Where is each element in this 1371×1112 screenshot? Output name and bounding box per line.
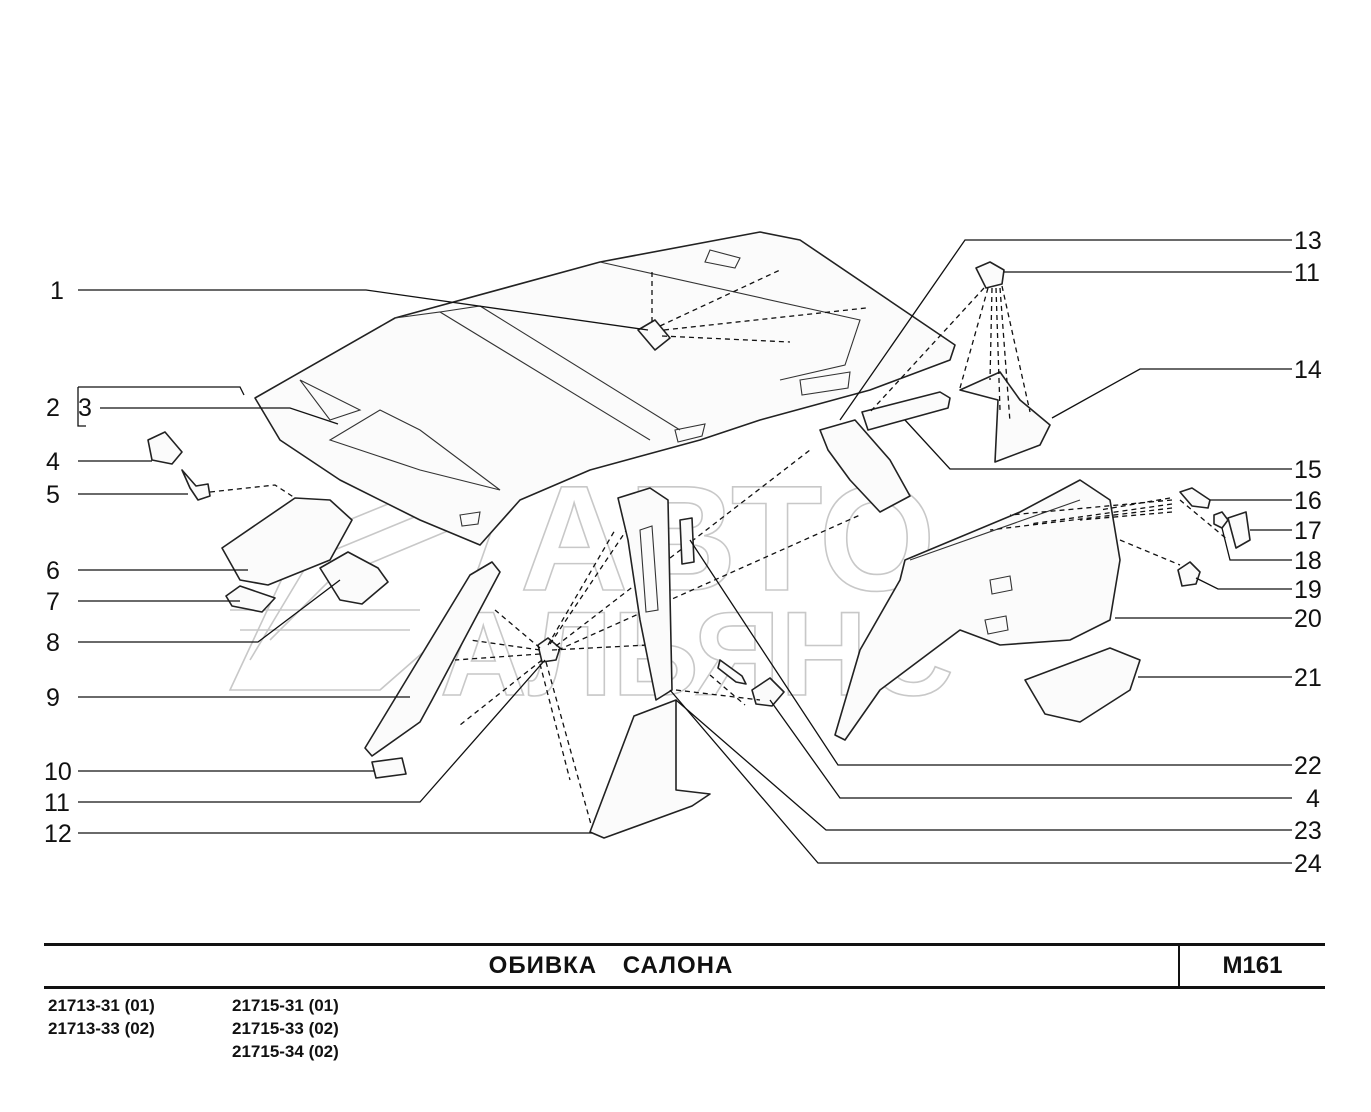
callout-2: 2 [46,394,60,422]
c-pillar-13 [819,419,911,513]
model-code: 21713-33 (02) [48,1019,155,1038]
callout-5: 5 [46,481,60,509]
callout-14: 14 [1294,356,1322,384]
callout-13: 13 [1294,227,1322,255]
callout-10: 10 [44,758,72,786]
callout-16: 16 [1294,487,1322,515]
rear-upper-parts [819,261,1051,513]
headliner-fastener-arrows [651,269,867,343]
model-codes-right: 21715-31 (01) 21715-33 (02) 21715-34 (02… [232,994,339,1063]
lower-b-pillar-12 [589,699,711,839]
callout-8: 8 [46,629,60,657]
clip-4-right [751,677,785,707]
model-code: 21715-33 (02) [232,1019,339,1038]
callout-9: 9 [46,684,60,712]
lens-7 [225,585,276,613]
callout-18: 18 [1294,547,1322,575]
sheet-code: M161 [1222,952,1283,979]
trim-14 [959,371,1051,463]
model-codes-left: 21713-31 (01) 21713-33 (02) [48,994,155,1040]
callout-20: 20 [1294,605,1322,633]
lamp-8 [319,551,389,605]
callout-23: 23 [1294,817,1322,845]
model-code: 21713-31 (01) [48,996,155,1015]
callout-24: 24 [1294,850,1322,878]
screw-23 [717,659,747,685]
bolt-16 [1179,487,1211,509]
console-6 [221,497,353,586]
clip-11-top [975,261,1005,289]
screw-5 [181,469,211,501]
callout-7: 7 [46,588,60,616]
callout-11-left: 11 [44,789,70,817]
pillar-9 [364,561,501,757]
callout-6: 6 [46,557,60,585]
tray-21 [1024,647,1141,723]
model-code: 21715-31 (01) [232,996,339,1015]
clip-11-center [537,637,561,663]
callout-4-left: 4 [46,448,60,476]
interior-trim-diagram: АВТО АЛЬЯНС [44,227,1322,878]
trim-15 [861,391,951,431]
quarter-trim-20 [834,479,1121,741]
callout-numbers-right: 13 11 14 15 16 17 18 19 20 21 22 4 23 24 [1294,227,1322,878]
callout-numbers-left: 1 2 3 4 5 6 7 8 9 10 11 12 [44,277,92,848]
strip-22 [679,517,695,565]
leader-lines [77,239,1292,864]
left-small-parts [147,431,861,829]
plug-19 [1177,561,1201,587]
callout-19: 19 [1294,576,1322,604]
callout-4-right: 4 [1306,785,1320,813]
callout-12: 12 [44,820,72,848]
model-code: 21715-34 (02) [232,1042,339,1061]
callout-22: 22 [1294,752,1322,780]
center-pillar-parts [589,487,785,839]
cover-10 [371,757,407,779]
callout-17: 17 [1294,517,1322,545]
callout-3: 3 [78,394,92,422]
nut-17 [1227,511,1251,549]
headliner-part [254,231,956,546]
washer-18 [1213,511,1229,529]
callout-15: 15 [1294,456,1322,484]
rear-quarter-parts [834,479,1251,741]
callout-1: 1 [50,277,64,305]
page-title: ОБИВКА САЛОНА [488,952,734,979]
callout-11-right: 11 [1294,259,1320,287]
callout-21: 21 [1294,664,1322,692]
title-block: ОБИВКА САЛОНА M161 [44,943,1325,989]
title-divider [1178,946,1180,986]
clip-4-left [147,431,183,465]
